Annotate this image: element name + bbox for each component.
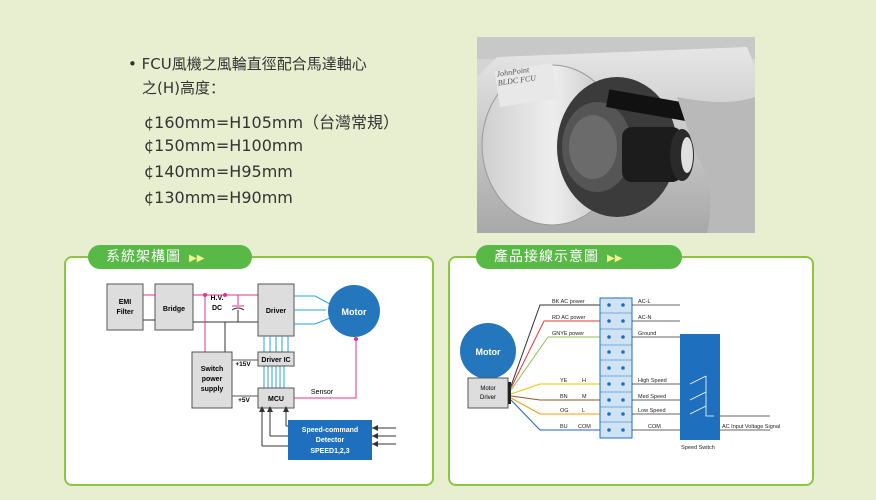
tab-arrows-icon: ▶▶: [189, 253, 205, 264]
wiring-diagram-tab: 產品接線示意圖▶▶: [476, 245, 682, 269]
description-line-1: FCU風機之風輪直徑配合馬達軸心: [141, 55, 367, 73]
driver-block: Driver: [257, 283, 295, 337]
hv-label: H.V.: [211, 295, 224, 302]
wire-gnye-label: GNYE power: [552, 331, 584, 337]
speed-command-detector-block: Speed-command Detector SPEED1,2,3: [288, 420, 372, 460]
spec-130: ¢130mm=H90mm: [144, 188, 293, 207]
svg-text:Filter: Filter: [116, 309, 133, 316]
bullet-dot: •: [128, 55, 142, 73]
terminal-high-speed: High Speed: [638, 378, 667, 384]
fan-photo: JohnPoint BLDC FCU: [477, 37, 755, 233]
svg-text:Driver IC: Driver IC: [261, 357, 290, 364]
svg-text:EMI: EMI: [119, 299, 132, 306]
switch-power-supply-block: Switch power supply: [191, 351, 233, 409]
wiring-diagram: Motor Motor Driver BK AC power RD AC pow…: [460, 297, 780, 451]
driver-ic-block: Driver IC: [257, 351, 295, 367]
emi-filter-block: EMI Filter: [106, 283, 144, 331]
svg-text:supply: supply: [201, 386, 224, 393]
plus-15v-label: +15V: [235, 361, 251, 368]
wire-bk-label: BK AC power: [552, 299, 585, 305]
sensor-label: Sensor: [311, 389, 334, 396]
mcu-block: MCU: [257, 387, 295, 409]
spec-160: ¢160mm=H105mm（台灣常規）: [144, 113, 400, 132]
system-architecture-tab: 系統架構圖▶▶: [88, 245, 252, 269]
wire-bu-label: COM: [578, 424, 591, 430]
terminal-med-speed: Med Speed: [638, 394, 666, 400]
svg-text:Driver: Driver: [480, 395, 496, 401]
svg-text:MCU: MCU: [268, 396, 284, 403]
dc-label: DC: [212, 305, 222, 312]
system-architecture-diagram: EMI Filter Bridge H.V. DC Driver Motor S…: [106, 283, 396, 460]
wire-ye-color: YE: [560, 378, 568, 384]
svg-text:Speed Switch: Speed Switch: [681, 445, 715, 451]
terminal-ground: Ground: [638, 331, 656, 337]
svg-text:power: power: [202, 376, 223, 383]
terminal-ac-l: AC-L: [638, 299, 651, 305]
wire-og-color: OG: [560, 408, 569, 414]
motor-circle: Motor: [328, 285, 380, 337]
ac-input-label: AC Input Voltage Signal: [722, 424, 780, 430]
speed-switch-box: Speed Switch: [680, 334, 720, 451]
motor-circle-right: Motor: [460, 323, 516, 379]
svg-text:Motor: Motor: [476, 347, 501, 357]
bridge-block: Bridge: [154, 283, 194, 331]
wire-og-label: L: [582, 408, 585, 414]
svg-text:Speed-command: Speed-command: [302, 427, 358, 434]
tab-arrows-icon-2: ▶▶: [607, 253, 623, 264]
plus-5v-label: +5V: [238, 397, 250, 404]
wire-ye-label: H: [582, 378, 586, 384]
svg-text:Motor: Motor: [480, 386, 495, 392]
wire-rd-label: RD AC power: [552, 315, 586, 321]
spec-150: ¢150mm=H100mm: [144, 136, 304, 155]
terminal-block: [599, 297, 633, 439]
wire-bu-color: BU: [560, 424, 568, 430]
motor-driver-box: Motor Driver: [467, 377, 509, 409]
terminal-com: COM: [648, 424, 661, 430]
wire-bn-label: M: [582, 394, 587, 400]
description-block: • FCU風機之風輪直徑配合馬達軸心 之(H)高度：: [128, 52, 367, 100]
wire-bn-color: BN: [560, 394, 568, 400]
svg-text:SPEED1,2,3: SPEED1,2,3: [310, 448, 349, 455]
svg-text:Driver: Driver: [266, 308, 287, 315]
svg-text:Motor: Motor: [342, 307, 367, 317]
svg-text:Detector: Detector: [316, 437, 345, 444]
svg-text:Bridge: Bridge: [163, 306, 185, 313]
svg-text:Switch: Switch: [201, 366, 224, 373]
description-line-2: 之(H)高度：: [142, 79, 225, 97]
terminal-low-speed: Low Speed: [638, 408, 666, 414]
spec-140: ¢140mm=H95mm: [144, 162, 293, 181]
terminal-ac-n: AC-N: [638, 315, 651, 321]
